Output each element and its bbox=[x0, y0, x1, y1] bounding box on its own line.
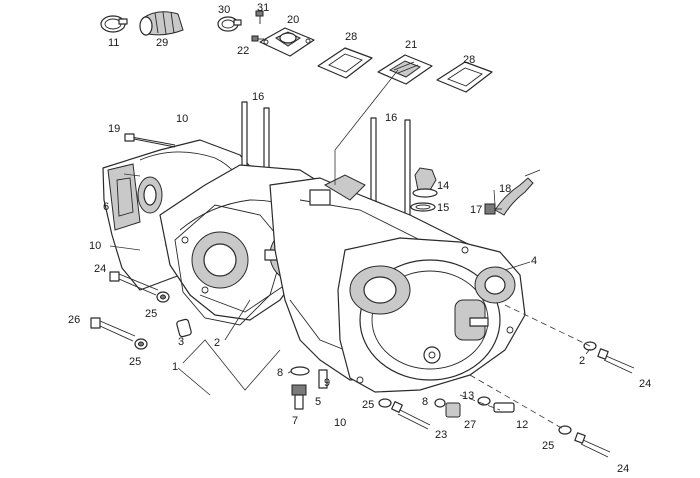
screw-31 bbox=[255, 10, 264, 24]
oil-filler-cap-14 bbox=[412, 167, 438, 198]
callout-28-left: 28 bbox=[345, 31, 357, 43]
alignment-line-upper bbox=[504, 304, 591, 347]
callout-15: 15 bbox=[437, 202, 449, 214]
callout-16-left: 16 bbox=[252, 91, 264, 103]
bolt-19 bbox=[124, 133, 176, 148]
bolt-12 bbox=[493, 402, 515, 413]
callout-21: 21 bbox=[405, 39, 417, 51]
callout-20: 20 bbox=[287, 14, 299, 26]
callout-11: 11 bbox=[108, 37, 119, 49]
bolt-26 bbox=[90, 317, 136, 342]
bolt-24-left bbox=[109, 271, 159, 296]
dowel-3 bbox=[176, 318, 192, 338]
washer-25-b bbox=[134, 338, 148, 350]
callout-14: 14 bbox=[437, 180, 449, 192]
callout-13: 13 bbox=[462, 390, 474, 402]
callout-2-right: 2 bbox=[579, 355, 585, 367]
washer-8-b bbox=[434, 398, 446, 408]
pin-9 bbox=[318, 369, 328, 389]
bolt-23 bbox=[391, 401, 431, 430]
gasket-28-right bbox=[436, 61, 493, 93]
callout-25-c: 25 bbox=[362, 399, 374, 411]
callout-25-d: 25 bbox=[542, 440, 554, 452]
hose-clamp-30 bbox=[217, 16, 242, 32]
callout-25-b: 25 bbox=[129, 356, 141, 368]
callout-12: 12 bbox=[516, 419, 528, 431]
callout-31: 31 bbox=[257, 2, 269, 14]
callout-8-a: 8 bbox=[277, 367, 283, 379]
callout-10-left: 10 bbox=[89, 240, 101, 252]
drain-plug-7 bbox=[291, 384, 307, 410]
callout-2-left: 2 bbox=[214, 337, 220, 349]
callout-9: 9 bbox=[324, 377, 330, 389]
intake-boot-29 bbox=[139, 11, 184, 36]
hose-fitting-17 bbox=[484, 203, 502, 215]
callout-28-right: 28 bbox=[463, 54, 475, 66]
screw-22 bbox=[251, 35, 264, 42]
callout-22: 22 bbox=[237, 45, 249, 57]
washer-25-a bbox=[156, 291, 170, 303]
callout-7: 7 bbox=[292, 415, 298, 427]
callout-5: 5 bbox=[315, 396, 321, 408]
callout-27: 27 bbox=[464, 419, 476, 431]
alignment-line-lower bbox=[469, 374, 566, 431]
callout-19: 19 bbox=[108, 123, 120, 135]
callout-24-right-lower: 24 bbox=[617, 463, 629, 475]
breather-hose-18 bbox=[494, 169, 541, 216]
crankcase-gasket-left bbox=[174, 204, 286, 326]
callout-18: 18 bbox=[499, 183, 511, 195]
washer-8-a bbox=[290, 366, 310, 376]
bolt-24-right-lower bbox=[574, 432, 611, 458]
callout-25-a: 25 bbox=[145, 308, 157, 320]
o-ring-15 bbox=[410, 202, 436, 212]
alignment-line-bottom bbox=[459, 394, 501, 411]
callout-30: 30 bbox=[218, 4, 230, 16]
washer-25-d bbox=[558, 425, 572, 435]
callout-23: 23 bbox=[435, 429, 447, 441]
callout-29: 29 bbox=[156, 37, 168, 49]
callout-26: 26 bbox=[68, 314, 80, 326]
clutch-cover-4 bbox=[337, 237, 526, 393]
hose-clamp-11 bbox=[100, 15, 128, 33]
reed-valve-housing-20 bbox=[259, 27, 315, 57]
callout-8-b: 8 bbox=[422, 396, 428, 408]
bolt-24-right-upper bbox=[597, 348, 635, 374]
callout-17: 17 bbox=[470, 204, 482, 216]
callout-3: 3 bbox=[178, 336, 184, 348]
callout-16-right: 16 bbox=[385, 112, 397, 124]
callout-24-left: 24 bbox=[94, 263, 106, 275]
washer-25-c bbox=[378, 398, 392, 408]
plug-27 bbox=[445, 402, 461, 418]
callout-6: 6 bbox=[103, 201, 109, 213]
callout-10-top: 10 bbox=[176, 113, 188, 125]
callout-1: 1 bbox=[172, 361, 178, 373]
callout-24-right-upper: 24 bbox=[639, 378, 651, 390]
reed-valve-21 bbox=[377, 54, 433, 85]
gasket-28-left bbox=[317, 47, 373, 79]
callout-10-bottom: 10 bbox=[334, 417, 346, 429]
callout-4: 4 bbox=[531, 255, 537, 267]
leader-lines bbox=[109, 69, 591, 396]
